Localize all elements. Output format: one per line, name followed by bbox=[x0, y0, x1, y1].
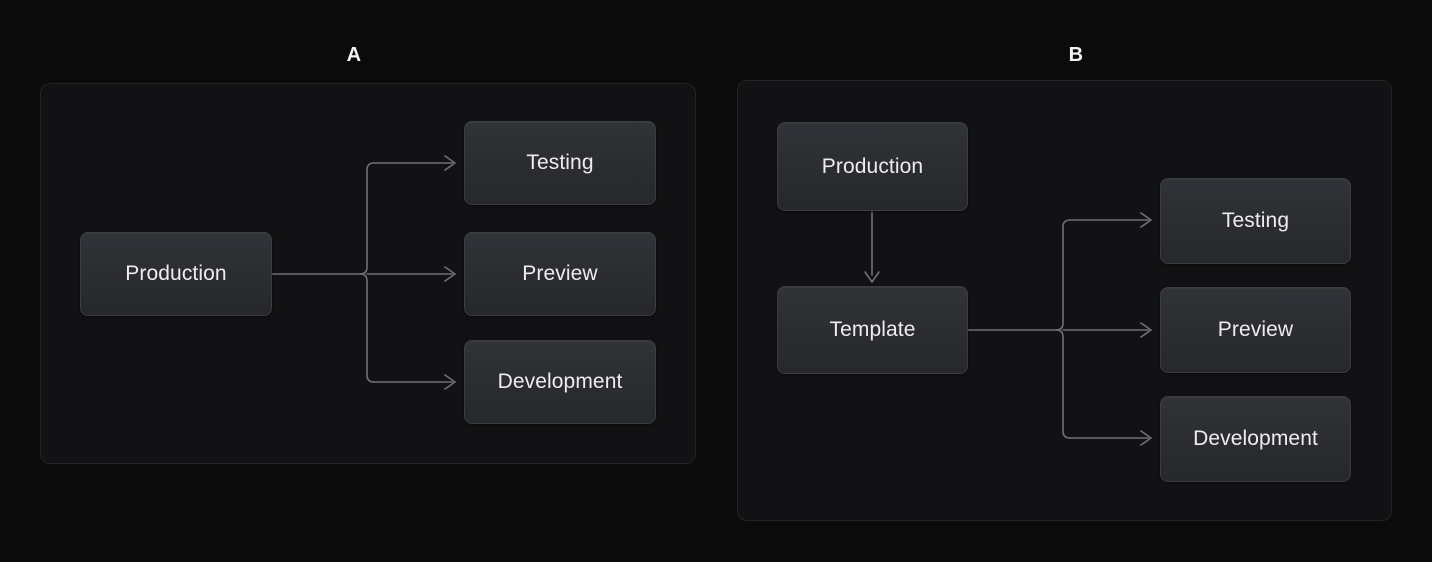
node-b-production[interactable]: Production bbox=[777, 122, 968, 211]
node-b-template[interactable]: Template bbox=[777, 286, 968, 374]
node-a-preview[interactable]: Preview bbox=[464, 232, 656, 316]
node-b-development[interactable]: Development bbox=[1160, 396, 1351, 482]
node-b-preview[interactable]: Preview bbox=[1160, 287, 1351, 373]
node-a-testing[interactable]: Testing bbox=[464, 121, 656, 205]
panel-a-caption: A bbox=[346, 44, 362, 66]
node-b-testing[interactable]: Testing bbox=[1160, 178, 1351, 264]
node-a-production[interactable]: Production bbox=[80, 232, 272, 316]
panel-b-caption: B bbox=[1068, 44, 1084, 66]
node-a-development[interactable]: Development bbox=[464, 340, 656, 424]
